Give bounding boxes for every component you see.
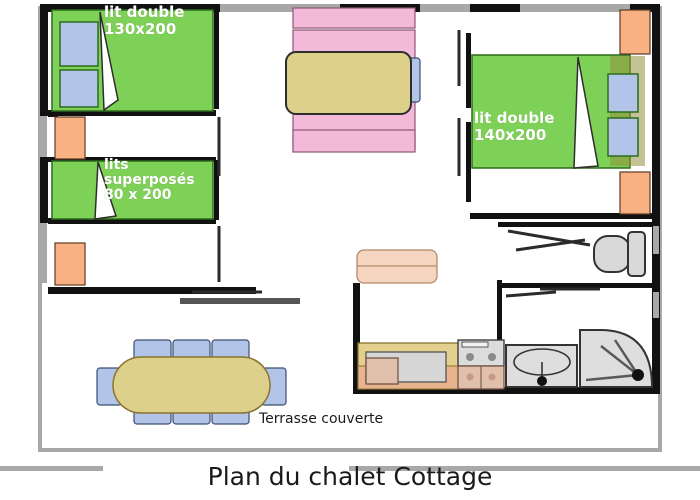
threshold-living (180, 298, 300, 304)
cabinet (365, 357, 399, 385)
table-top (285, 51, 412, 115)
duvet-fold (573, 56, 599, 169)
pillow (59, 21, 99, 67)
duvet-fold (94, 161, 117, 220)
page-title: Plan du chalet Cottage (207, 462, 493, 491)
window-top-mid (420, 4, 470, 12)
wall-wc-top (498, 222, 653, 227)
title-rules (0, 466, 700, 471)
wall-bedroom3-bottom (470, 213, 660, 219)
cistern (627, 231, 646, 277)
label-terrace: Terrasse couverte (259, 411, 384, 427)
window-top-right (520, 4, 630, 12)
left-wall-window (41, 116, 47, 283)
interior-walls (48, 4, 660, 394)
toilet (593, 231, 646, 277)
wall-bathroom-top (502, 283, 652, 288)
right-wall (652, 4, 660, 394)
pillow (607, 73, 639, 113)
sofa (356, 249, 438, 284)
pillow (59, 69, 99, 108)
wall-bedroom1-right (214, 4, 219, 109)
bed-double-140 (471, 54, 645, 169)
wardrobe (619, 171, 651, 215)
wall-bedroom3-left-lower (466, 122, 471, 202)
wall-kitchen-left (353, 283, 360, 393)
wall-bathroom-left (497, 280, 502, 385)
window-top-left (220, 4, 340, 12)
window-left (41, 116, 47, 157)
duvet-fold (99, 11, 119, 112)
window-left-lower (41, 223, 47, 283)
wall-living-top (48, 287, 256, 294)
wardrobe (54, 116, 86, 160)
window-right-upper (653, 226, 659, 254)
dining-table-indoor (285, 51, 421, 115)
wardrobe (619, 9, 651, 55)
left-wall (40, 4, 48, 223)
window-right-lower (653, 292, 659, 318)
cooker (457, 339, 505, 390)
wardrobe (54, 242, 86, 286)
wall-bedroom3-left-upper (466, 33, 471, 108)
washbasin (505, 344, 578, 388)
door-swings (192, 30, 600, 298)
pillow (607, 117, 639, 157)
bed-bunk-80 (51, 160, 214, 220)
wall-kitchen-bottom (353, 387, 658, 394)
bed-double-130 (51, 9, 214, 112)
shower (579, 329, 654, 388)
dining-table-terrace (96, 339, 287, 425)
table-top (112, 356, 271, 414)
wall-bedroom2-right (214, 160, 219, 220)
